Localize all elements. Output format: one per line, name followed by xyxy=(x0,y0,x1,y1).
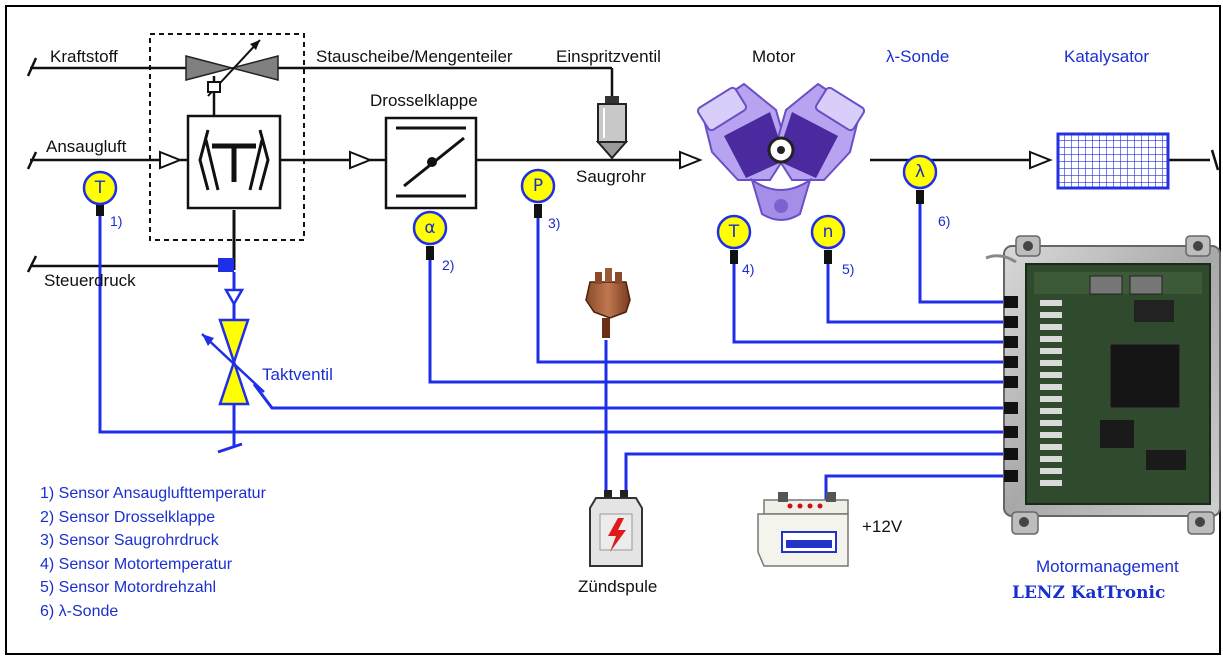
brand-logo: LENZ KatTronic xyxy=(1012,583,1165,603)
engine-icon xyxy=(696,84,865,220)
legend-item: 6) λ-Sonde xyxy=(40,603,118,620)
label-battery-voltage: +12V xyxy=(862,517,903,536)
ignition-coil-icon xyxy=(590,490,642,566)
label-taktventil: Taktventil xyxy=(262,365,333,384)
legend-item: 2) Sensor Drosselklappe xyxy=(40,509,215,526)
sensor-engine-speed: n 5) xyxy=(812,216,854,277)
sensor-number: 2) xyxy=(442,257,454,273)
label-motor: Motor xyxy=(752,47,796,66)
label-lambda-sonde: λ-Sonde xyxy=(886,47,949,66)
distributor-cap-icon xyxy=(586,268,630,338)
sensor-symbol: n xyxy=(823,222,834,242)
sensor-symbol: α xyxy=(424,218,435,238)
flow-arrow-icon xyxy=(680,152,700,168)
clock-valve-icon xyxy=(202,272,264,452)
legend-item: 4) Sensor Motortemperatur xyxy=(40,556,233,573)
label-saugrohr: Saugrohr xyxy=(576,167,646,186)
catalyst-icon xyxy=(1058,134,1168,188)
sensor-lambda: λ 6) xyxy=(904,156,950,229)
label-motormanagement: Motormanagement xyxy=(1036,557,1179,576)
label-katalysator: Katalysator xyxy=(1064,47,1149,66)
flow-arrow-icon xyxy=(350,152,370,168)
sensor-number: 1) xyxy=(110,213,122,229)
fuel-distributor-valve-icon xyxy=(186,40,278,116)
sensor-symbol: T xyxy=(728,222,740,242)
label-zuendspule: Zündspule xyxy=(578,577,657,596)
legend: 1) Sensor Ansauglufttemperatur 2) Sensor… xyxy=(40,485,267,620)
sensor-engine-temperature: T 4) xyxy=(718,216,754,277)
throttle-valve-icon xyxy=(386,118,476,208)
sensor-number: 3) xyxy=(548,215,560,231)
sensor-manifold-pressure: P 3) xyxy=(522,170,560,231)
label-ansaugluft: Ansaugluft xyxy=(46,137,127,156)
sensor-symbol: T xyxy=(94,178,106,198)
legend-item: 3) Sensor Saugrohrdruck xyxy=(40,532,220,549)
injector-icon xyxy=(598,96,626,158)
flow-arrow-icon xyxy=(1030,152,1050,168)
legend-item: 1) Sensor Ansauglufttemperatur xyxy=(40,485,267,502)
ecu-icon xyxy=(986,236,1220,534)
sensor-throttle: α 2) xyxy=(414,212,454,273)
label-drosselklappe: Drosselklappe xyxy=(370,91,478,110)
sensor-number: 5) xyxy=(842,261,854,277)
flow-arrow-icon xyxy=(160,152,180,168)
sensor-symbol: P xyxy=(533,176,543,196)
sensor-number: 4) xyxy=(742,261,754,277)
sensor-intake-air-temperature: T 1) xyxy=(84,172,122,229)
label-steuerdruck: Steuerdruck xyxy=(44,271,136,290)
airflow-sensor-plate-icon xyxy=(188,116,280,208)
sensor-symbol: λ xyxy=(915,162,925,182)
sensor-number: 6) xyxy=(938,213,950,229)
label-stauscheibe: Stauscheibe/Mengenteiler xyxy=(316,47,513,66)
label-kraftstoff: Kraftstoff xyxy=(50,47,118,66)
legend-item: 5) Sensor Motordrehzahl xyxy=(40,579,216,596)
battery-icon xyxy=(758,492,848,566)
label-einspritzventil: Einspritzventil xyxy=(556,47,661,66)
